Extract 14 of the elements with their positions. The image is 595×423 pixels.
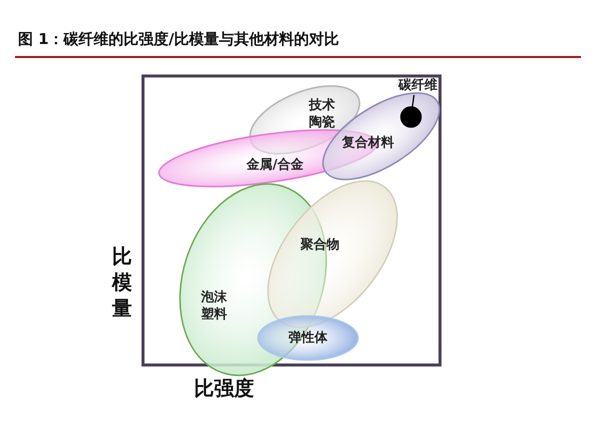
region-label: 复合材料 <box>342 134 394 152</box>
callout-label: 碳纤维 <box>396 77 440 95</box>
axis-label: 比模量 <box>110 243 133 321</box>
region-label: 金属/合金 <box>246 156 304 174</box>
leader-line <box>412 94 415 108</box>
material-region <box>256 314 360 362</box>
material-region <box>320 90 442 182</box>
region-label: 泡沫塑料 <box>200 288 228 323</box>
dot-marker <box>398 104 423 129</box>
region-label: 弹性体 <box>288 330 328 346</box>
title: 图 1：碳纤维的比强度/比模量与其他材料的对比 <box>18 30 340 49</box>
region-label: 技术陶瓷 <box>308 96 336 131</box>
region-label: 聚合物 <box>300 236 340 254</box>
axis-label: 比强度 <box>194 375 254 402</box>
